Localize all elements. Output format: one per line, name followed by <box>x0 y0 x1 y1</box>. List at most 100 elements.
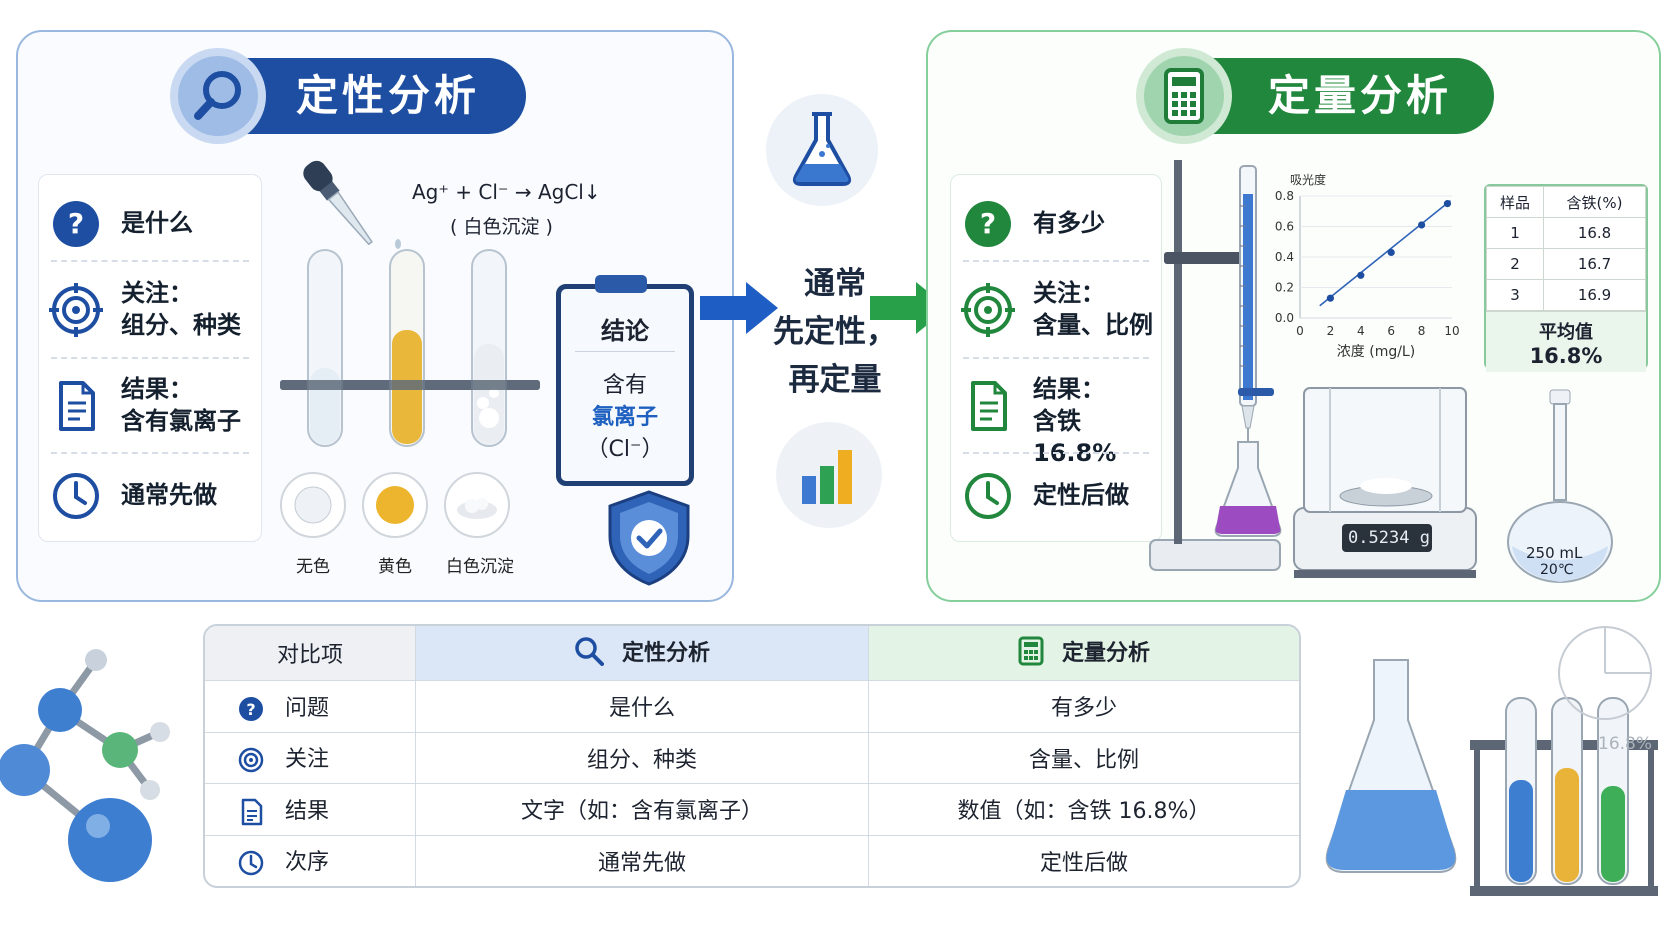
target-icon <box>238 748 264 773</box>
conclusion-line2: 氯离子 <box>591 405 658 430</box>
qual-cell: 文字（如：含有氯离子） <box>416 783 869 835</box>
average-box: 平均值 16.8% <box>1486 311 1646 372</box>
x-tick-label: 10 <box>1444 324 1459 338</box>
comparison-row-result: 结果 文字（如：含有氯离子） 数值（如：含铁 16.8%） <box>205 783 1299 835</box>
y-tick-label: 0.8 <box>1275 189 1294 203</box>
shield-check-icon <box>608 490 690 586</box>
quantitative-item-focus: 关注： 含量、比例 <box>961 271 1157 351</box>
qual-cell: 通常先做 <box>416 834 869 886</box>
flask-temp-label: 20℃ <box>1540 562 1574 578</box>
comparison-row-question: ?问题 是什么 有多少 <box>205 680 1299 732</box>
average-value: 16.8% <box>1529 344 1603 368</box>
qualitative-item-question: ? 是什么 <box>49 193 245 253</box>
flask-volume-label: 250 mL <box>1526 544 1583 562</box>
y-tick-label: 0.6 <box>1275 220 1294 234</box>
header-quantitative: 定量分析 <box>869 626 1299 680</box>
chart-data-point <box>1326 294 1334 302</box>
sample-value: 16.8 <box>1543 217 1646 249</box>
quantitative-item-order: 定性后做 <box>961 459 1157 529</box>
clipboard-clip <box>595 275 647 293</box>
chart-y-label: 吸光度 <box>1290 172 1326 187</box>
x-tick-label: 6 <box>1387 324 1395 338</box>
flask-badge-icon <box>766 94 878 206</box>
analytical-balance-illustration <box>1293 387 1477 578</box>
clock-icon <box>965 473 1011 519</box>
sample-dish-colorless <box>280 472 346 538</box>
x-tick-label: 8 <box>1418 324 1426 338</box>
sample-id: 3 <box>1485 279 1545 311</box>
bar-chart-badge-icon <box>776 422 882 528</box>
arrow-right-blue-icon <box>700 282 778 334</box>
sample-results-table: 样品 含铁(%) 1 16.8 2 16.7 3 16.9 平均值 16.8% <box>1484 184 1648 372</box>
quantitative-item-question: ? 有多少 <box>961 193 1157 253</box>
chart-trend-line <box>1319 199 1451 307</box>
sample-value: 16.9 <box>1543 279 1646 311</box>
qual-cell: 组分、种类 <box>416 731 869 783</box>
conclusion-line1: 含有 <box>602 373 647 398</box>
row-label-focus: 关注 <box>205 731 416 783</box>
conclusion-line3: （Cl⁻） <box>586 437 664 462</box>
sample-table-header: 样品 含铁(%) <box>1485 186 1646 218</box>
document-icon <box>241 798 263 825</box>
middle-text-line3: 再定量 <box>788 362 882 398</box>
target-icon <box>961 283 1015 337</box>
balance-reading: 0.5234 g <box>1348 528 1430 548</box>
qual-cell: 是什么 <box>416 680 869 732</box>
question-icon: ? <box>239 696 263 721</box>
row-label-question: ?问题 <box>205 680 416 732</box>
comparison-header-row: 对比项 定性分析 定量分析 <box>205 626 1299 680</box>
sample-table-row: 1 16.8 <box>1485 217 1646 249</box>
comparison-table: 对比项 定性分析 定量分析 ?问题 是什么 有多少 关注 组分、种类 含量、比例… <box>203 624 1301 888</box>
sample-dish-yellow <box>362 472 428 538</box>
header-compare-item: 对比项 <box>205 626 416 680</box>
sample-table-row: 3 16.9 <box>1485 279 1646 311</box>
sample-id: 1 <box>1485 217 1545 249</box>
header-quantitative-label: 定量分析 <box>1061 640 1150 666</box>
question-icon: ? <box>53 201 99 247</box>
middle-text-line1: 通常 <box>804 266 866 302</box>
calculator-icon <box>1018 636 1044 672</box>
y-tick-label: 0.2 <box>1275 281 1294 295</box>
sample-value: 16.7 <box>1543 248 1646 280</box>
chart-data-point <box>1387 248 1395 257</box>
search-icon <box>574 636 604 672</box>
background-pie-outline-icon <box>1558 626 1652 720</box>
question-icon: ? <box>965 201 1011 247</box>
sample-id: 2 <box>1485 248 1545 280</box>
qualitative-item-result: 结果： 含有氯离子 <box>49 367 245 447</box>
header-qualitative: 定性分析 <box>416 626 869 680</box>
chart-data-point <box>1443 200 1452 208</box>
target-icon <box>49 283 103 337</box>
clock-icon <box>238 851 264 876</box>
molecule-model-illustration <box>0 649 170 882</box>
clipboard-divider <box>575 351 675 352</box>
dish-label-white: 白色沉淀 <box>446 557 514 577</box>
dropper-icon <box>303 160 373 246</box>
quant-cell: 含量、比例 <box>869 731 1299 784</box>
chart-x-label: 浓度 (mg/L) <box>1337 344 1415 360</box>
svg-text:?: ? <box>246 700 255 719</box>
dish-label-yellow: 黄色 <box>378 557 412 577</box>
test-tube-rack-illustration <box>280 160 540 447</box>
svg-text:?: ? <box>980 207 996 240</box>
header-qualitative-label: 定性分析 <box>621 640 710 666</box>
x-tick-label: 4 <box>1357 324 1365 338</box>
chart-data-point <box>1418 221 1426 229</box>
comparison-row-order: 次序 通常先做 定性后做 <box>205 834 1299 886</box>
qualitative-item-order: 通常先做 <box>49 459 245 529</box>
quantitative-item-result: 结果： 含铁 16.8% <box>961 367 1157 467</box>
svg-text:?: ? <box>68 207 84 240</box>
y-tick-label: 0.4 <box>1275 250 1294 264</box>
quantitative-summary-card: ? 有多少 关注： 含量、比例 结果： 含铁 16.8% <box>950 174 1162 542</box>
dish-label-colorless: 无色 <box>296 557 330 577</box>
volumetric-flask-illustration <box>1507 389 1613 583</box>
chart-data-point <box>1357 271 1365 279</box>
titration-stand-illustration <box>1149 160 1282 571</box>
x-tick-label: 0 <box>1296 324 1304 338</box>
flask-and-tubes-illustration <box>1325 659 1658 896</box>
clock-icon <box>53 473 99 519</box>
calculator-badge-icon <box>1136 48 1232 144</box>
quant-cell: 数值（如：含铁 16.8%） <box>869 783 1299 835</box>
sample-col-header: 样品 <box>1485 186 1545 218</box>
